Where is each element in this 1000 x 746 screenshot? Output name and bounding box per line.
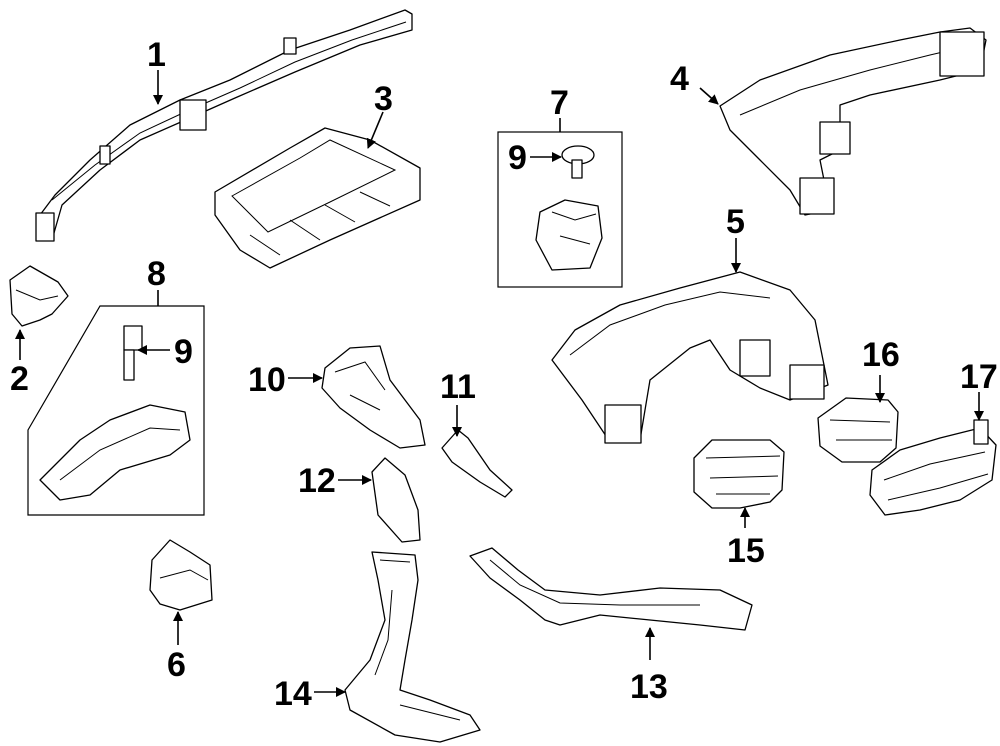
part-8-bracket <box>39 404 191 501</box>
part-15-module <box>693 439 785 509</box>
part-14-duct <box>344 551 481 743</box>
leader-lines <box>15 70 984 697</box>
callout-9-lower: 9 <box>174 333 193 371</box>
callout-5: 5 <box>726 203 745 241</box>
callout-8: 8 <box>147 255 166 293</box>
callout-12: 12 <box>298 462 336 500</box>
part-13-duct <box>469 547 753 631</box>
callout-6: 6 <box>167 646 186 684</box>
group-box-8 <box>27 305 205 516</box>
part-17-module <box>869 419 997 516</box>
part-9-pin-upper <box>561 145 595 179</box>
callout-1: 1 <box>147 36 166 74</box>
part-12-duct <box>371 457 421 543</box>
callout-17: 17 <box>960 358 998 396</box>
part-1-duct <box>35 9 413 242</box>
part-7-actuator <box>535 199 603 271</box>
part-10-duct <box>321 345 426 449</box>
leader-3 <box>366 111 384 149</box>
part-5-duct <box>551 271 829 444</box>
callout-2: 2 <box>10 360 29 398</box>
part-6-bracket <box>149 539 213 611</box>
callout-15: 15 <box>727 532 765 570</box>
callout-11: 11 <box>440 368 476 406</box>
part-4-duct <box>719 27 987 216</box>
part-16-module <box>817 397 899 463</box>
callout-labels: 1 2 3 4 5 6 7 8 9 9 10 11 12 13 14 15 16… <box>10 36 998 713</box>
callout-7: 7 <box>550 84 569 122</box>
callout-10: 10 <box>248 361 286 399</box>
callout-13: 13 <box>630 668 668 706</box>
part-11-duct <box>441 429 513 498</box>
callout-16: 16 <box>862 336 900 374</box>
part-9-pin-lower <box>123 325 143 381</box>
leader-4 <box>699 87 719 105</box>
callout-9-upper: 9 <box>508 139 527 177</box>
callout-14: 14 <box>274 675 312 713</box>
part-2-clip <box>9 265 69 327</box>
callout-4: 4 <box>670 60 689 98</box>
callout-3: 3 <box>374 80 393 118</box>
part-3-vent <box>214 127 421 269</box>
